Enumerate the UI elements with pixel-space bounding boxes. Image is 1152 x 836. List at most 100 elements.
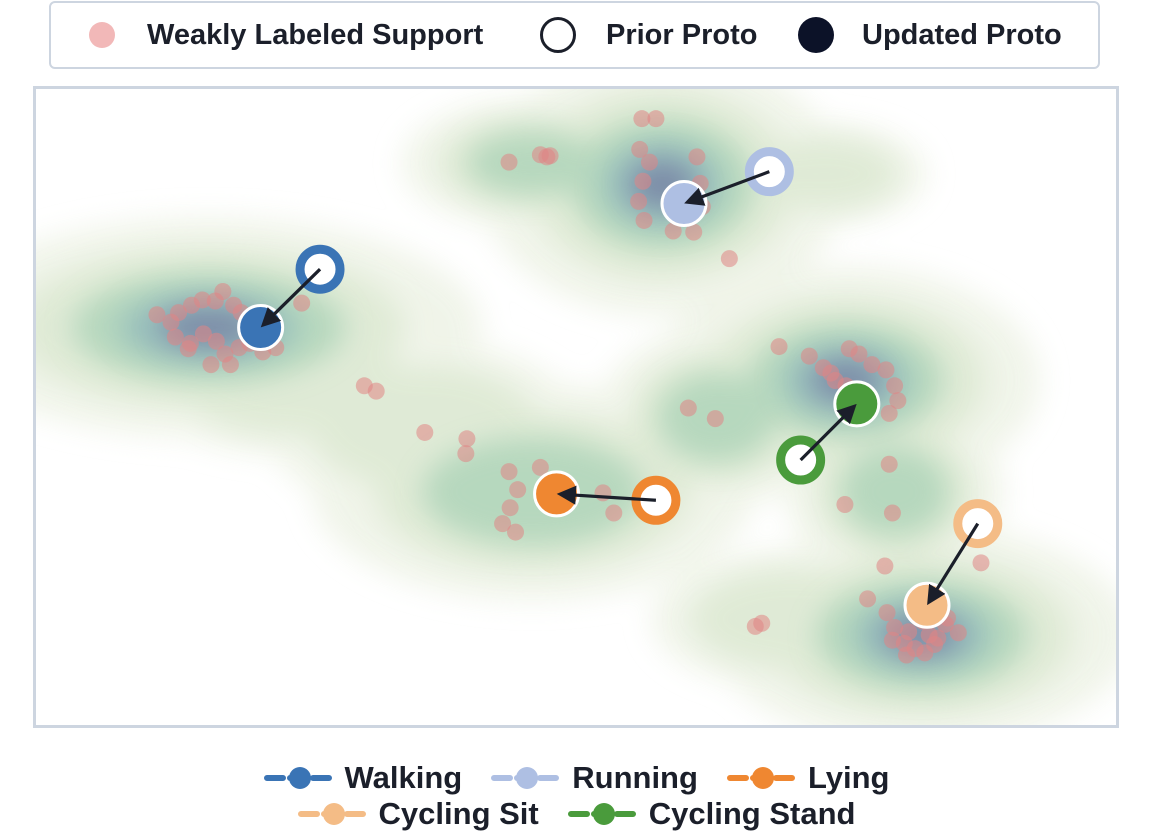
support-point: [664, 222, 682, 240]
support-point: [877, 361, 895, 379]
density-blob: [422, 437, 644, 546]
prior-proto-cycling-sit: [953, 499, 1003, 549]
support-point: [367, 382, 385, 400]
legend-prior: Prior Proto: [540, 17, 757, 53]
support-point: [897, 646, 915, 664]
legend-updated-label: Updated Proto: [862, 18, 1062, 51]
support-point: [949, 624, 967, 642]
support-point: [679, 399, 697, 417]
support-point: [685, 223, 703, 241]
support-point: [633, 110, 651, 128]
class-legend-item: Lying: [726, 760, 890, 796]
prototype-layer: [237, 147, 1003, 629]
scatter-plot: [36, 89, 1116, 725]
support-point: [863, 356, 881, 374]
support-marker-icon: [89, 22, 115, 48]
support-point: [859, 590, 877, 608]
density-blob: [467, 131, 599, 196]
class-legend-item: Cycling Sit: [297, 796, 539, 832]
class-legend-row-2: Cycling Sit Cycling Stand: [0, 796, 1152, 832]
plot-area: [33, 86, 1119, 728]
legend-updated: Updated Proto: [798, 17, 1062, 53]
class-legend-item: Cycling Stand: [567, 796, 856, 832]
updated-proto-cycling-sit: [903, 581, 951, 629]
series-line-marker-icon: [297, 803, 370, 825]
legend-support: Weakly Labeled Support: [89, 17, 483, 53]
legend-prior-label: Prior Proto: [606, 18, 758, 51]
support-point: [720, 250, 738, 268]
support-point: [538, 148, 556, 166]
series-line-marker-icon: [263, 767, 336, 789]
updated-proto-running: [660, 179, 708, 227]
prior-marker-icon: [540, 17, 576, 53]
series-line-marker-icon: [567, 803, 640, 825]
class-legend-row-1: Walking Running Lying: [0, 760, 1152, 796]
support-point: [886, 377, 904, 395]
support-point: [883, 504, 901, 522]
updated-marker-icon: [798, 17, 834, 53]
support-point: [836, 496, 854, 514]
class-legend-label: Running: [572, 760, 698, 795]
support-point: [458, 430, 476, 448]
top-legend: Weakly Labeled Support Prior Proto Updat…: [49, 1, 1100, 69]
shift-arrow: [260, 268, 322, 328]
support-point: [634, 172, 652, 190]
support-point: [166, 328, 184, 346]
support-point: [207, 332, 225, 350]
support-point: [886, 618, 904, 636]
shift-arrow: [799, 403, 857, 462]
support-point: [193, 291, 211, 309]
support-point: [494, 515, 512, 533]
density-blob: [840, 447, 949, 537]
support-point: [880, 404, 898, 422]
support-point: [531, 458, 549, 476]
support-point: [800, 347, 818, 365]
support-point: [972, 554, 990, 572]
support-point: [214, 282, 232, 300]
series-line-marker-icon: [491, 767, 564, 789]
shift-arrow: [556, 485, 657, 505]
support-point: [221, 356, 239, 374]
class-legend-label: Cycling Sit: [378, 796, 539, 831]
class-legend-label: Lying: [807, 760, 890, 795]
support-point: [170, 304, 188, 322]
support-point: [688, 148, 706, 166]
support-point: [293, 294, 311, 312]
support-point: [822, 364, 840, 382]
prior-proto-running: [744, 147, 794, 197]
class-legend-label: Cycling Stand: [648, 796, 856, 831]
support-point: [635, 211, 653, 229]
support-point: [500, 153, 518, 171]
support-point: [179, 340, 197, 358]
support-point: [878, 604, 896, 622]
class-legend-item: Walking: [263, 760, 463, 796]
support-point: [630, 192, 648, 210]
support-point: [509, 481, 527, 499]
support-point: [880, 455, 898, 473]
shift-arrow: [927, 522, 980, 606]
support-point: [640, 153, 658, 171]
support-point: [457, 445, 475, 463]
support-point: [202, 356, 220, 374]
support-point: [647, 110, 665, 128]
support-point: [500, 463, 518, 481]
series-line-marker-icon: [726, 767, 799, 789]
support-point: [416, 423, 434, 441]
support-point: [770, 338, 788, 356]
shift-arrow: [684, 170, 770, 206]
support-point: [501, 499, 519, 517]
support-point: [926, 635, 944, 653]
support-point: [148, 306, 166, 324]
support-point: [850, 345, 868, 363]
class-legend-item: Running: [490, 760, 698, 796]
class-legend-label: Walking: [344, 760, 463, 795]
support-point: [631, 140, 649, 158]
support-point: [706, 410, 724, 428]
legend-support-label: Weakly Labeled Support: [147, 18, 484, 51]
support-point: [876, 557, 894, 575]
support-point: [753, 614, 771, 632]
support-point: [605, 504, 623, 522]
support-point: [507, 523, 525, 541]
support-point: [194, 325, 212, 343]
support-point: [889, 392, 907, 410]
